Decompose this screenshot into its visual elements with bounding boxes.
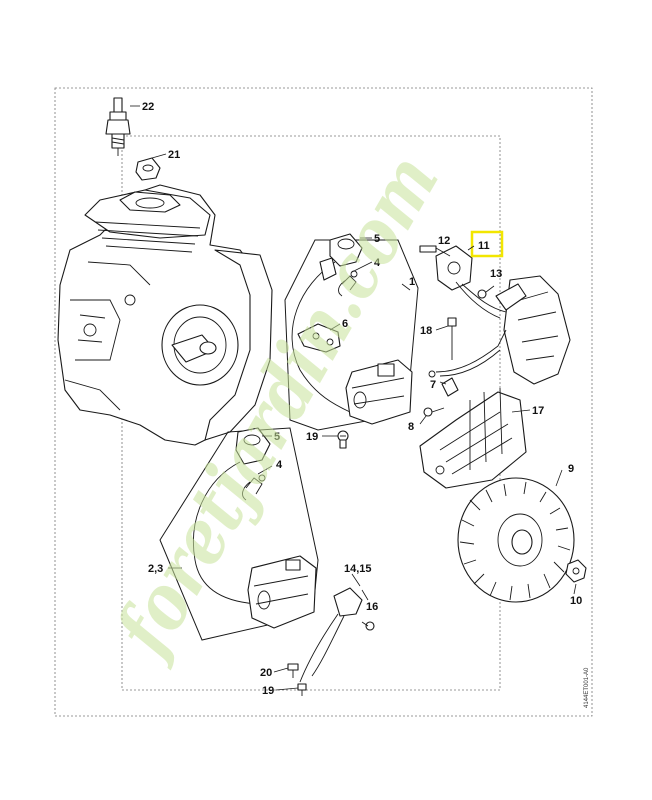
callout-7: 7 [430, 379, 436, 391]
callouts: 22 21 5 4 1 6 12 11 13 18 7 8 17 19 5 4 … [142, 101, 582, 697]
callout-19-upper: 19 [306, 431, 318, 443]
clip-7 [441, 377, 459, 397]
callout-13: 13 [490, 268, 502, 280]
callout-5-upper: 5 [374, 233, 380, 245]
screw-19-upper [337, 430, 349, 449]
callout-17: 17 [532, 405, 544, 417]
callout-19-lower: 19 [262, 685, 274, 697]
callout-8: 8 [408, 421, 414, 433]
screw-20 [287, 663, 299, 678]
nut-13 [477, 289, 487, 299]
engine-block [57, 184, 273, 446]
screw-8 [423, 407, 445, 417]
highlight-box [470, 230, 504, 258]
outer-frame [54, 87, 593, 717]
spring-lower [242, 474, 266, 501]
callout-16: 16 [366, 601, 378, 613]
ignition-lead-lower [193, 427, 271, 605]
inner-frame [121, 135, 501, 691]
bracket-6 [297, 323, 341, 353]
ignition-module-upper [345, 359, 413, 425]
switch-11 [435, 245, 507, 319]
control-housing [495, 275, 571, 385]
spark-plug-cap [135, 157, 161, 181]
callout-4-lower: 4 [276, 459, 283, 471]
short-circuit-wire [299, 587, 375, 683]
callout-20: 20 [260, 667, 272, 679]
callout-9: 9 [568, 463, 574, 475]
callout-2-3: 2,3 [148, 563, 163, 575]
screw-19-lower [297, 683, 307, 696]
callout-21: 21 [168, 149, 180, 161]
flywheel [457, 477, 575, 603]
ignition-lead-upper [291, 233, 363, 413]
callout-4-upper: 4 [374, 257, 381, 269]
leader-lines [130, 105, 577, 691]
document-code: 4144ET001-A0 [584, 667, 590, 708]
screw-18 [447, 317, 457, 360]
ground-wire [428, 329, 507, 378]
callout-6: 6 [342, 318, 348, 330]
callout-10: 10 [570, 595, 582, 607]
callout-22: 22 [142, 101, 154, 113]
callout-1: 1 [409, 276, 415, 288]
ignition-bracket-17 [419, 387, 527, 489]
callout-12: 12 [438, 235, 450, 247]
bolt-12 [419, 245, 437, 253]
callout-14-15: 14,15 [344, 563, 372, 575]
nut-10 [565, 559, 587, 583]
ignition-module-lower [247, 555, 317, 629]
callout-11: 11 [478, 240, 490, 252]
callout-5-lower: 5 [274, 431, 280, 443]
spark-plug [105, 97, 131, 156]
callout-18: 18 [420, 325, 432, 337]
